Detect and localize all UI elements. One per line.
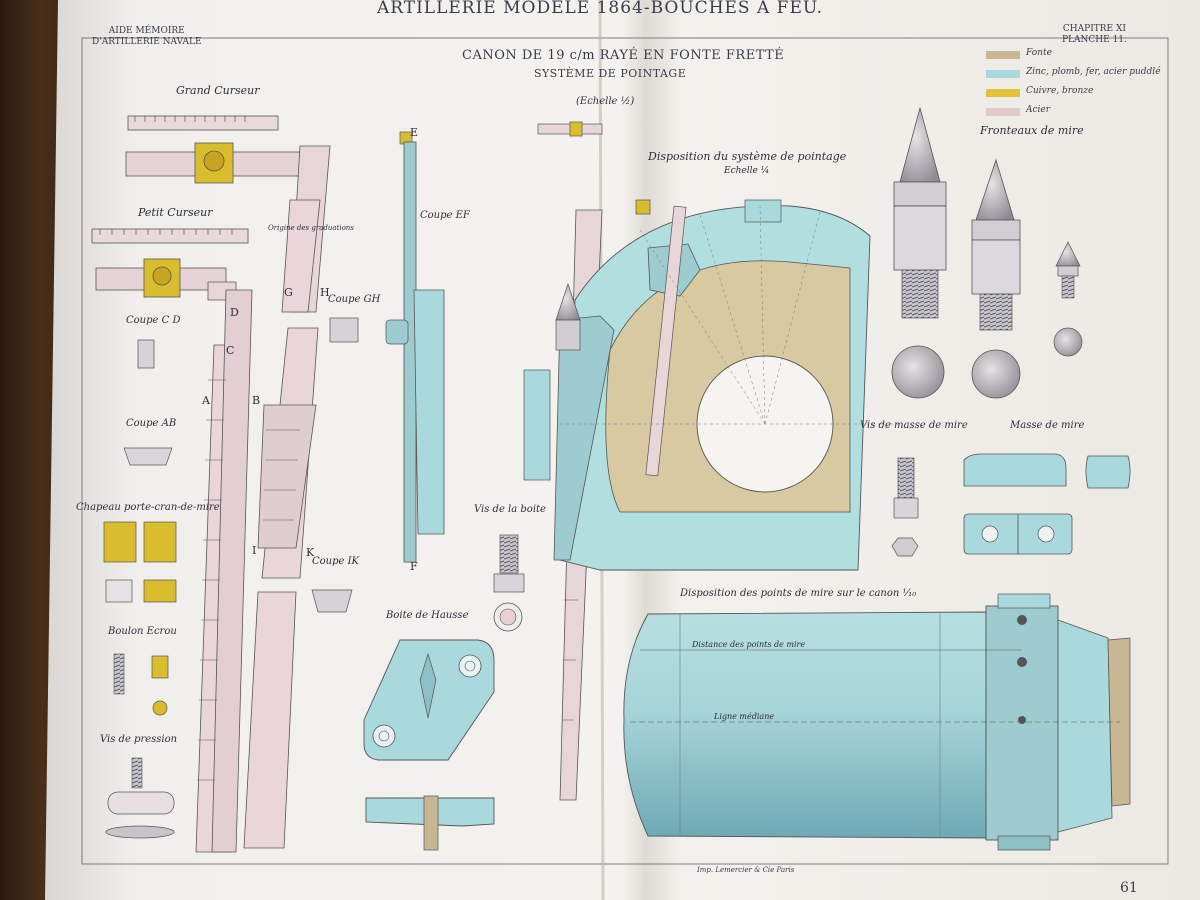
label-coupe-gh: Coupe GH: [328, 294, 381, 305]
label-disposition-points: Disposition des points de mire sur le ca…: [680, 588, 917, 599]
legend-label-cuivre: Cuivre, bronze: [1026, 86, 1094, 96]
section-letter-i: I: [252, 544, 257, 557]
label-grand-curseur: Grand Curseur: [176, 84, 260, 97]
label-vis-masse: Vis de masse de mire: [860, 420, 968, 431]
legend-swatch-fonte: [986, 51, 1020, 59]
section-letter-c: C: [226, 344, 235, 357]
printer-imprint: Imp. Lemercier & Cie Paris: [697, 866, 795, 874]
label-echelle-quart: Echelle ¼: [724, 166, 770, 176]
pointage-system-drawing: [523, 199, 900, 571]
label-distance-points: Distance des points de mire: [692, 640, 806, 649]
label-boulon-ecrou: Boulon Ecrou: [108, 626, 177, 637]
section-letter-k: K: [306, 546, 315, 559]
legend-swatch-cuivre: [986, 89, 1020, 97]
legend-swatch-zinc: [986, 70, 1020, 78]
label-vis-pression: Vis de pression: [100, 734, 178, 745]
section-letter-b: B: [252, 394, 261, 407]
coupe-ef-drawing: [385, 131, 445, 563]
label-fronteaux: Fronteaux de mire: [980, 124, 1084, 137]
right-caption-line-1: CHAPITRE XI: [1062, 24, 1126, 34]
label-vis-boite: Vis de la boite: [474, 504, 546, 515]
section-letter-g: G: [284, 286, 293, 299]
label-coupe-cd: Coupe C D: [126, 315, 181, 326]
label-chapeau: Chapeau porte-cran-de-mire: [76, 502, 220, 513]
fronteaux-drawing: [891, 106, 1083, 399]
vis-boite-drawing: [493, 534, 525, 632]
left-caption-line-1: AIDE MÉMOIRE: [108, 26, 185, 36]
petit-curseur-drawing: [91, 228, 249, 301]
left-corner-caption: AIDE MÉMOIRE D'ARTILLERIE NAVALE: [92, 26, 202, 48]
label-origine-graduations: Origine des graduations: [268, 224, 354, 232]
section-letter-e: E: [410, 126, 419, 139]
section-letter-h: H: [320, 286, 330, 299]
legend-label-fonte: Fonte: [1026, 48, 1052, 58]
plate-subtitle: CANON DE 19 c/m RAYÉ EN FONTE FRETTÉ: [462, 48, 785, 63]
label-masse-mire: Masse de mire: [1010, 420, 1085, 431]
scale-label: (Echelle ½): [576, 96, 635, 107]
legend-label-acier: Acier: [1026, 105, 1051, 115]
label-disposition-pointage: Disposition du système de pointage: [648, 150, 847, 163]
legend-label-zinc: Zinc, plomb, fer, acier puddlé: [1026, 67, 1161, 77]
plate-main-title: ARTILLERIE MODÈLE 1864-BOUCHES A FEU.: [376, 0, 824, 18]
plate-subtitle-2: SYSTÈME DE POINTAGE: [534, 67, 687, 80]
left-detail-parts: [103, 317, 359, 839]
label-coupe-ik: Coupe IK: [312, 556, 360, 567]
masse-de-mire-drawing: [891, 453, 1131, 557]
vertical-rulers: [195, 199, 321, 853]
section-letter-f: F: [410, 560, 418, 573]
canon-barrel-drawing: [623, 593, 1131, 851]
label-coupe-ab: Coupe AB: [126, 418, 177, 429]
boite-hausse-drawing: [363, 639, 495, 851]
label-ligne-mediane: Ligne médiane: [714, 712, 775, 721]
left-caption-line-2: D'ARTILLERIE NAVALE: [92, 37, 202, 47]
section-letter-d: D: [230, 306, 239, 319]
right-corner-caption: CHAPITRE XI PLANCHE 11.: [1062, 24, 1127, 46]
section-letter-a: A: [202, 394, 210, 407]
label-coupe-ef: Coupe EF: [420, 210, 470, 221]
legend-swatch-acier: [986, 108, 1020, 116]
label-boite-hausse: Boite de Hausse: [386, 610, 469, 621]
page-number: 61: [1120, 880, 1138, 896]
right-caption-line-2: PLANCHE 11.: [1062, 35, 1127, 45]
plate-border: [81, 37, 1169, 865]
label-petit-curseur: Petit Curseur: [138, 206, 213, 219]
